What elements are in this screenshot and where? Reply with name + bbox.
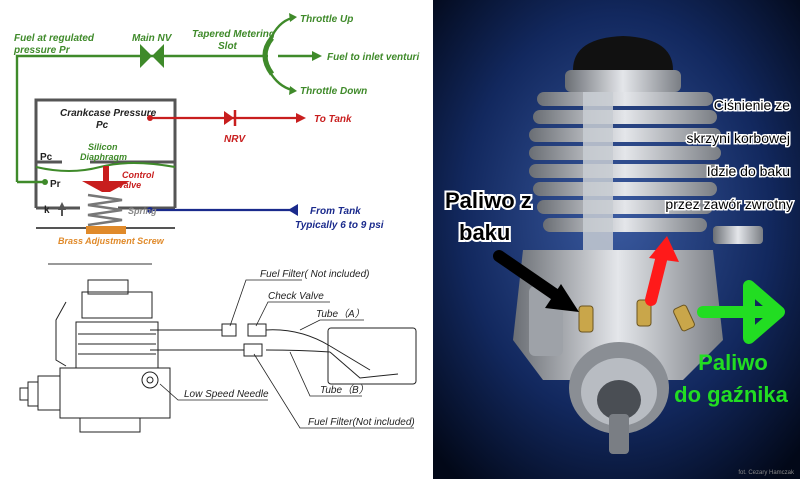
green-arrowhead: [743, 280, 785, 344]
regulator-housing: [34, 98, 177, 229]
pc-top-label: Pc: [96, 120, 109, 131]
main-nv-symbol: [140, 44, 164, 68]
typical-psi-label: Typically 6 to 9 psi: [295, 220, 384, 231]
tube-b-label: Tube（B）: [320, 384, 369, 396]
pressure-note-line4: przez zawór zwrotny: [665, 196, 793, 212]
to-tank-arrowhead: [296, 113, 306, 123]
throttle-up-label: Throttle Up: [300, 14, 353, 25]
tapered-slot-line2: Slot: [218, 41, 238, 52]
valve-cover: [565, 36, 681, 92]
throttle-down-label: Throttle Down: [300, 86, 367, 97]
prop-hub: [569, 342, 669, 454]
silicon-diaphragm: [35, 162, 176, 172]
fuel-fittings: [578, 299, 695, 333]
black-arrow: [493, 250, 569, 306]
cylinder-fins: [529, 92, 721, 232]
fuel-from-tank-line1: Paliwo z: [445, 188, 532, 213]
engine-outline: [19, 279, 171, 433]
fuel-to-carb-line2: do gaźnika: [674, 382, 788, 407]
to-tank-label: To Tank: [314, 114, 352, 125]
pc-left-label: Pc: [40, 152, 53, 163]
spring: [87, 193, 123, 227]
crankcase-pressure-label: Crankcase Pressure: [60, 108, 157, 119]
fuel-from-tank-note: Paliwo z baku: [443, 186, 534, 247]
main-nv-label: Main NV: [132, 33, 173, 44]
fuel-arrowhead-right: [312, 51, 322, 61]
exhaust-outlet: [713, 226, 763, 244]
low-speed-needle-label: Low Speed Needle: [184, 389, 269, 400]
silicon-diaphragm-line1: Silicon: [88, 142, 118, 152]
fuel-tubes: [150, 329, 399, 379]
nrv-symbol: [224, 111, 234, 125]
fuel-line: [15, 16, 312, 182]
pressure-note: Ciśnienie ze skrzyni korbowej Idzie do b…: [664, 96, 795, 214]
silicon-diaphragm-line2: Diaphragm: [80, 152, 127, 162]
fuel-regulated-line2: pressure Pr: [13, 45, 71, 56]
fuel-tank: [327, 327, 417, 385]
leader-lines: [159, 279, 414, 429]
fuel-filter-top: [221, 323, 267, 357]
nrv-label: NRV: [224, 134, 246, 145]
control-valve-stem: [103, 166, 109, 182]
engine-fuel-system-drawing: Fuel Filter( Not included) Check Valve T…: [19, 263, 417, 433]
pr-left-label: Pr: [50, 179, 61, 190]
red-arrow: [645, 246, 669, 306]
pressure-note-line2: skrzyni korbowej: [687, 130, 790, 146]
fuel-filter-top-label: Fuel Filter( Not included): [260, 269, 369, 280]
red-arrowhead: [649, 236, 679, 262]
pressure-note-line3: Idzie do baku: [707, 163, 790, 179]
from-tank-label: From Tank: [310, 206, 361, 217]
throttle-up-arrowhead: [289, 13, 297, 22]
engine-photo: Ciśnienie ze skrzyni korbowej Idzie do b…: [433, 0, 800, 479]
engine-photo-illustration: Ciśnienie ze skrzyni korbowej Idzie do b…: [433, 0, 800, 479]
tube-a-label: Tube（A）: [316, 308, 365, 320]
fuel-to-carb-line1: Paliwo: [698, 350, 768, 375]
k-arrow: [58, 202, 66, 210]
fuel-filter-bottom-label: Fuel Filter(Not included): [308, 417, 415, 428]
photo-credit: fot. Cezary Hamczak: [738, 470, 795, 476]
fuel-from-tank-line2: baku: [459, 220, 510, 245]
pushrod-tube: [583, 92, 613, 252]
fuel-regulated-line1: Fuel at regulated: [14, 33, 95, 44]
spring-label: Spring: [128, 206, 157, 216]
check-valve-label: Check Valve: [268, 291, 324, 302]
fuel-to-carb-note: Paliwo do gaźnika: [674, 350, 788, 407]
black-arrowhead: [545, 284, 579, 312]
control-valve-line2: Valve: [118, 180, 141, 190]
tapered-slot-line1: Tapered Metering: [192, 29, 275, 40]
control-valve: [82, 181, 130, 192]
brass-adjustment-screw: [86, 226, 126, 234]
pressure-note-line1: Ciśnienie ze: [714, 97, 790, 113]
throttle-down-arrowhead: [289, 86, 297, 95]
from-tank-arrowhead: [288, 204, 298, 216]
pressure-regulator-schematic: Fuel at regulated pressure Pr Main NV Ta…: [13, 13, 419, 246]
control-valve-line1: Control: [122, 170, 154, 180]
fuel-to-venturi-label: Fuel to inlet venturi: [327, 52, 419, 63]
k-label: k: [44, 205, 50, 216]
brass-screw-label: Brass Adjustment Screw: [58, 236, 165, 246]
